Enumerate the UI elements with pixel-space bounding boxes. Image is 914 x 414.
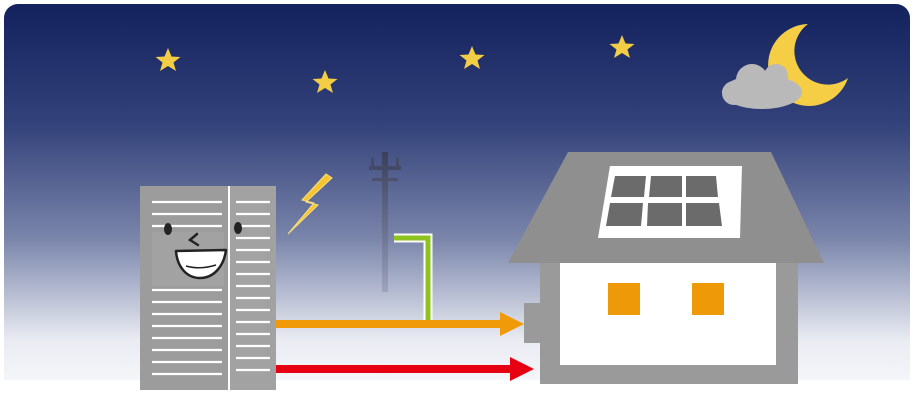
house-window — [692, 283, 724, 315]
star-icon — [155, 48, 181, 71]
star-icon — [459, 46, 485, 69]
cloud-icon — [722, 64, 802, 109]
orange-power-arrow — [276, 312, 524, 336]
lightning-bolt-icon — [287, 173, 333, 235]
smiling-face-icon — [152, 222, 242, 286]
star-icon — [609, 35, 635, 58]
solar-panel-icon — [598, 166, 742, 238]
house-window — [608, 283, 640, 315]
star-icon — [312, 70, 338, 93]
house — [508, 152, 824, 384]
utility-pole — [369, 152, 401, 292]
building-character — [140, 186, 276, 390]
red-power-arrow — [276, 357, 534, 381]
